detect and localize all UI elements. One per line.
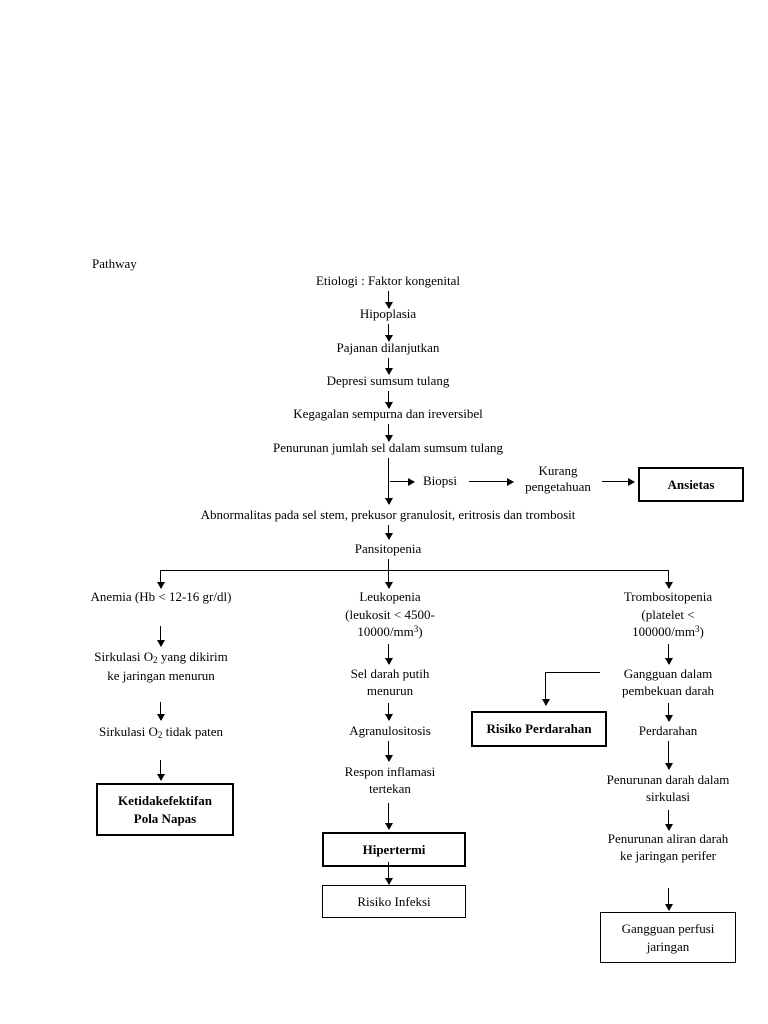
node-leukopenia: Leukopenia (leukosit < 4500- 10000/mm3) — [320, 588, 460, 641]
node-respon-inflamasi: Respon inflamasi tertekan — [344, 764, 436, 797]
arrow-biopsi-kurang — [469, 477, 514, 486]
leukopenia-line-3-pre: 10000/mm — [357, 624, 414, 640]
node-ansietas: Ansietas — [638, 467, 744, 503]
arrow-hipoplasia-pajanan — [384, 324, 393, 342]
node-ketidakefektifan-pola-napas: Ketidakefektifan Pola Napas — [96, 783, 234, 837]
arrow-gangguan-perdarahan — [664, 703, 673, 722]
leukopenia-line-3-post: ) — [418, 624, 423, 640]
node-sirkulasi-o2-menurun: Sirkulasi O2 yang dikirim ke jaringan me… — [92, 648, 230, 684]
node-abnormalitas: Abnormalitas pada sel stem, prekusor gra… — [200, 507, 576, 522]
arrow-bus-trombositopenia — [664, 570, 673, 589]
arrow-abnormalitas-pansitopenia — [384, 525, 393, 540]
node-gangguan-pembekuan-darah: Gangguan dalam pembekuan darah — [621, 666, 715, 699]
o2-subscript-2: 2 — [157, 730, 163, 740]
node-kurang-pengetahuan: Kurang pengetahuan — [525, 463, 591, 495]
pathway-title: Pathway — [92, 256, 137, 271]
trombositopenia-line-1: Trombositopenia — [623, 589, 713, 604]
node-etiologi: Etiologi : Faktor kongenital — [315, 273, 461, 288]
arrow-bus-anemia — [156, 570, 165, 589]
node-trombositopenia: Trombositopenia (platelet < 100000/mm3) — [598, 588, 738, 641]
bus-horizontal — [160, 570, 668, 571]
node-hipoplasia: Hipoplasia — [359, 306, 417, 321]
leukopenia-line-1: Leukopenia — [359, 589, 421, 604]
arrow-kegagalan-penurunan — [384, 424, 393, 442]
trombositopenia-line-3-post: ) — [699, 624, 704, 640]
bus-stem — [388, 559, 389, 571]
node-penurunan-darah-sirkulasi: Penurunan darah dalam sirkulasi — [606, 772, 730, 805]
node-agranulositosis: Agranulositosis — [349, 723, 431, 738]
arrow-etiologi-hipoplasia — [384, 291, 393, 309]
node-anemia: Anemia (Hb < 12-16 gr/dl) — [90, 589, 232, 604]
node-gangguan-perfusi-jaringan: Gangguan perfusi jaringan — [600, 912, 736, 964]
arrow-to-risiko-perdarahan — [541, 672, 550, 706]
sirkulasi-paten-text-post: tidak paten — [162, 724, 224, 739]
node-depresi-sumsum: Depresi sumsum tulang — [326, 373, 450, 388]
mm-cubed-superscript-2: 3 — [695, 624, 700, 635]
arrow-anemia-sirkulasi — [156, 626, 165, 647]
node-penurunan-jumlah-sel: Penurunan jumlah sel dalam sumsum tulang — [273, 440, 503, 455]
arrow-respon-hipertermi — [384, 803, 393, 830]
node-biopsi: Biopsi — [423, 473, 457, 488]
arrow-agranulositosis-respon — [384, 741, 393, 762]
sirkulasi-menurun-text-post: yang dikirim ke jaringan menurun — [107, 649, 228, 683]
trombositopenia-line-2: (platelet < — [641, 606, 695, 622]
arrow-penurunan-abnormalitas — [384, 458, 393, 505]
arrow-sirkulasi-menurun-paten — [156, 702, 165, 721]
mm-cubed-superscript: 3 — [413, 624, 419, 635]
node-penurunan-aliran-darah: Penurunan aliran darah ke jaringan perif… — [607, 831, 729, 864]
connector-gangguan-risikoperdarahan-h — [545, 672, 600, 673]
arrow-bus-leukopenia — [384, 570, 393, 589]
leukopenia-line-2: (leukosit < 4500- — [345, 606, 435, 622]
arrow-seldarahputih-agranulositosis — [384, 703, 393, 721]
arrow-pajanan-depresi — [384, 358, 393, 375]
arrow-to-biopsi — [390, 477, 415, 486]
arrow-trombositopenia-gangguan — [664, 644, 673, 665]
node-sirkulasi-o2-tidak-paten: Sirkulasi O2 tidak paten — [92, 723, 230, 742]
node-pansitopenia: Pansitopenia — [354, 541, 422, 556]
node-pajanan: Pajanan dilanjutkan — [336, 340, 440, 355]
node-sel-darah-putih-menurun: Sel darah putih menurun — [350, 666, 430, 699]
node-risiko-perdarahan: Risiko Perdarahan — [471, 711, 607, 747]
trombositopenia-line-3-pre: 100000/mm — [632, 624, 695, 640]
arrow-kurang-ansietas — [602, 477, 635, 486]
node-kegagalan: Kegagalan sempurna dan ireversibel — [293, 406, 483, 421]
node-hipertermi: Hipertermi — [322, 832, 466, 868]
sirkulasi-paten-text-pre: Sirkulasi O — [98, 724, 158, 739]
node-risiko-infeksi: Risiko Infeksi — [322, 885, 466, 919]
arrow-paten-ketidakefektifan — [156, 760, 165, 781]
node-perdarahan: Perdarahan — [638, 723, 698, 738]
arrow-depresi-kegagalan — [384, 391, 393, 409]
arrow-hipertermi-risikoinfeksi — [384, 862, 393, 885]
arrow-perdarahan-penurunandarah — [664, 741, 673, 770]
o2-subscript: 2 — [153, 655, 158, 665]
arrow-leukopenia-seldarahputih — [384, 644, 393, 665]
arrow-penurunandarah-penurunanaliran — [664, 810, 673, 831]
sirkulasi-menurun-text-pre: Sirkulasi O — [94, 649, 154, 664]
arrow-penurunanaliran-gangguanperfusi — [664, 888, 673, 911]
